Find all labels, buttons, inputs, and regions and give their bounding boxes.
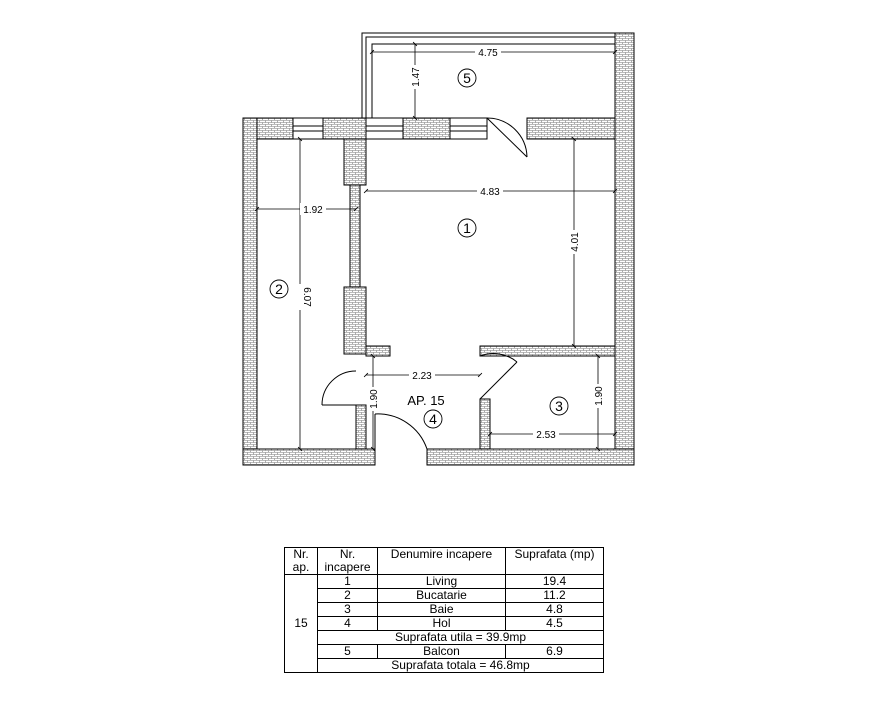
room-no-cell: 1: [317, 574, 378, 589]
dimension-labels: 4.75 1.47 4.83 4.01 1.92 6.07 2.23 1.90 …: [294, 46, 605, 441]
room-number-5: 5: [463, 70, 471, 86]
room-name-cell: Living: [377, 574, 506, 589]
room-number-3: 3: [555, 398, 563, 414]
room-area-cell: 19.4: [505, 574, 604, 589]
header-apartment-no: Nr. ap.: [284, 547, 318, 575]
table-row: 15 1 Living 19.4: [284, 574, 604, 673]
table-row: 4 Hol 4.5: [285, 616, 604, 631]
room-no-cell: 3: [317, 602, 378, 617]
room-name-cell: Bucatarie: [377, 588, 506, 603]
room-no-cell: 4: [317, 616, 378, 631]
useful-area-total: Suprafata utila = 39.9mp: [317, 630, 604, 645]
total-area: Suprafata totala = 46.8mp: [317, 658, 604, 673]
header-room-no: Nr. incapere: [317, 547, 378, 575]
room-no-cell: 2: [317, 588, 378, 603]
table-row: 2 Bucatarie 11.2: [285, 588, 604, 603]
dim-bath-depth: 1.90: [594, 386, 605, 406]
dim-kitchen-width: 1.92: [303, 205, 323, 216]
room-name-cell: Baie: [377, 602, 506, 617]
dim-bath-width: 2.53: [536, 430, 556, 441]
room-number-4: 4: [429, 411, 437, 427]
dim-living-depth: 4.01: [570, 232, 581, 252]
header-area: Suprafata (mp): [505, 547, 604, 575]
apartment-number-cell: 15: [284, 574, 318, 673]
room-no-cell: 5: [317, 644, 378, 659]
room-area-cell: 6.9: [505, 644, 604, 659]
room-number-1: 1: [463, 220, 471, 236]
apartment-label: AP. 15: [407, 393, 444, 408]
dim-kitchen-length: 6.07: [301, 287, 312, 307]
total-area-row: Suprafata totala = 46.8mp: [285, 658, 604, 673]
room-area-table: Nr. ap. Nr. incapere Denumire incapere S…: [284, 547, 604, 673]
windows: [292, 117, 488, 140]
table-row: 5 Balcon 6.9: [285, 644, 604, 659]
table-row: 3 Baie 4.8: [285, 602, 604, 617]
room-name-cell: Balcon: [377, 644, 506, 659]
balcony-railing: [361, 32, 615, 118]
dimension-lines: [254, 41, 618, 452]
dim-hall-depth: 1.90: [369, 389, 380, 409]
dim-balcony-depth: 1.47: [411, 67, 422, 87]
room-area-cell: 11.2: [505, 588, 604, 603]
room-name-cell: Hol: [377, 616, 506, 631]
room-area-cell: 4.8: [505, 602, 604, 617]
walls: [242, 32, 635, 466]
useful-area-row: Suprafata utila = 39.9mp: [285, 630, 604, 645]
floor-plan: 4.75 1.47 4.83 4.01 1.92 6.07 2.23 1.90 …: [242, 32, 635, 466]
room-numbers: [269, 68, 569, 429]
table-header-row: Nr. ap. Nr. incapere Denumire incapere S…: [284, 547, 604, 575]
dim-hall-width: 2.23: [412, 371, 432, 382]
room-area-cell: 4.5: [505, 616, 604, 631]
room-number-2: 2: [275, 281, 283, 297]
header-room-name: Denumire incapere: [377, 547, 506, 575]
dim-balcony-width: 4.75: [478, 48, 498, 59]
dim-living-width: 4.83: [480, 187, 500, 198]
